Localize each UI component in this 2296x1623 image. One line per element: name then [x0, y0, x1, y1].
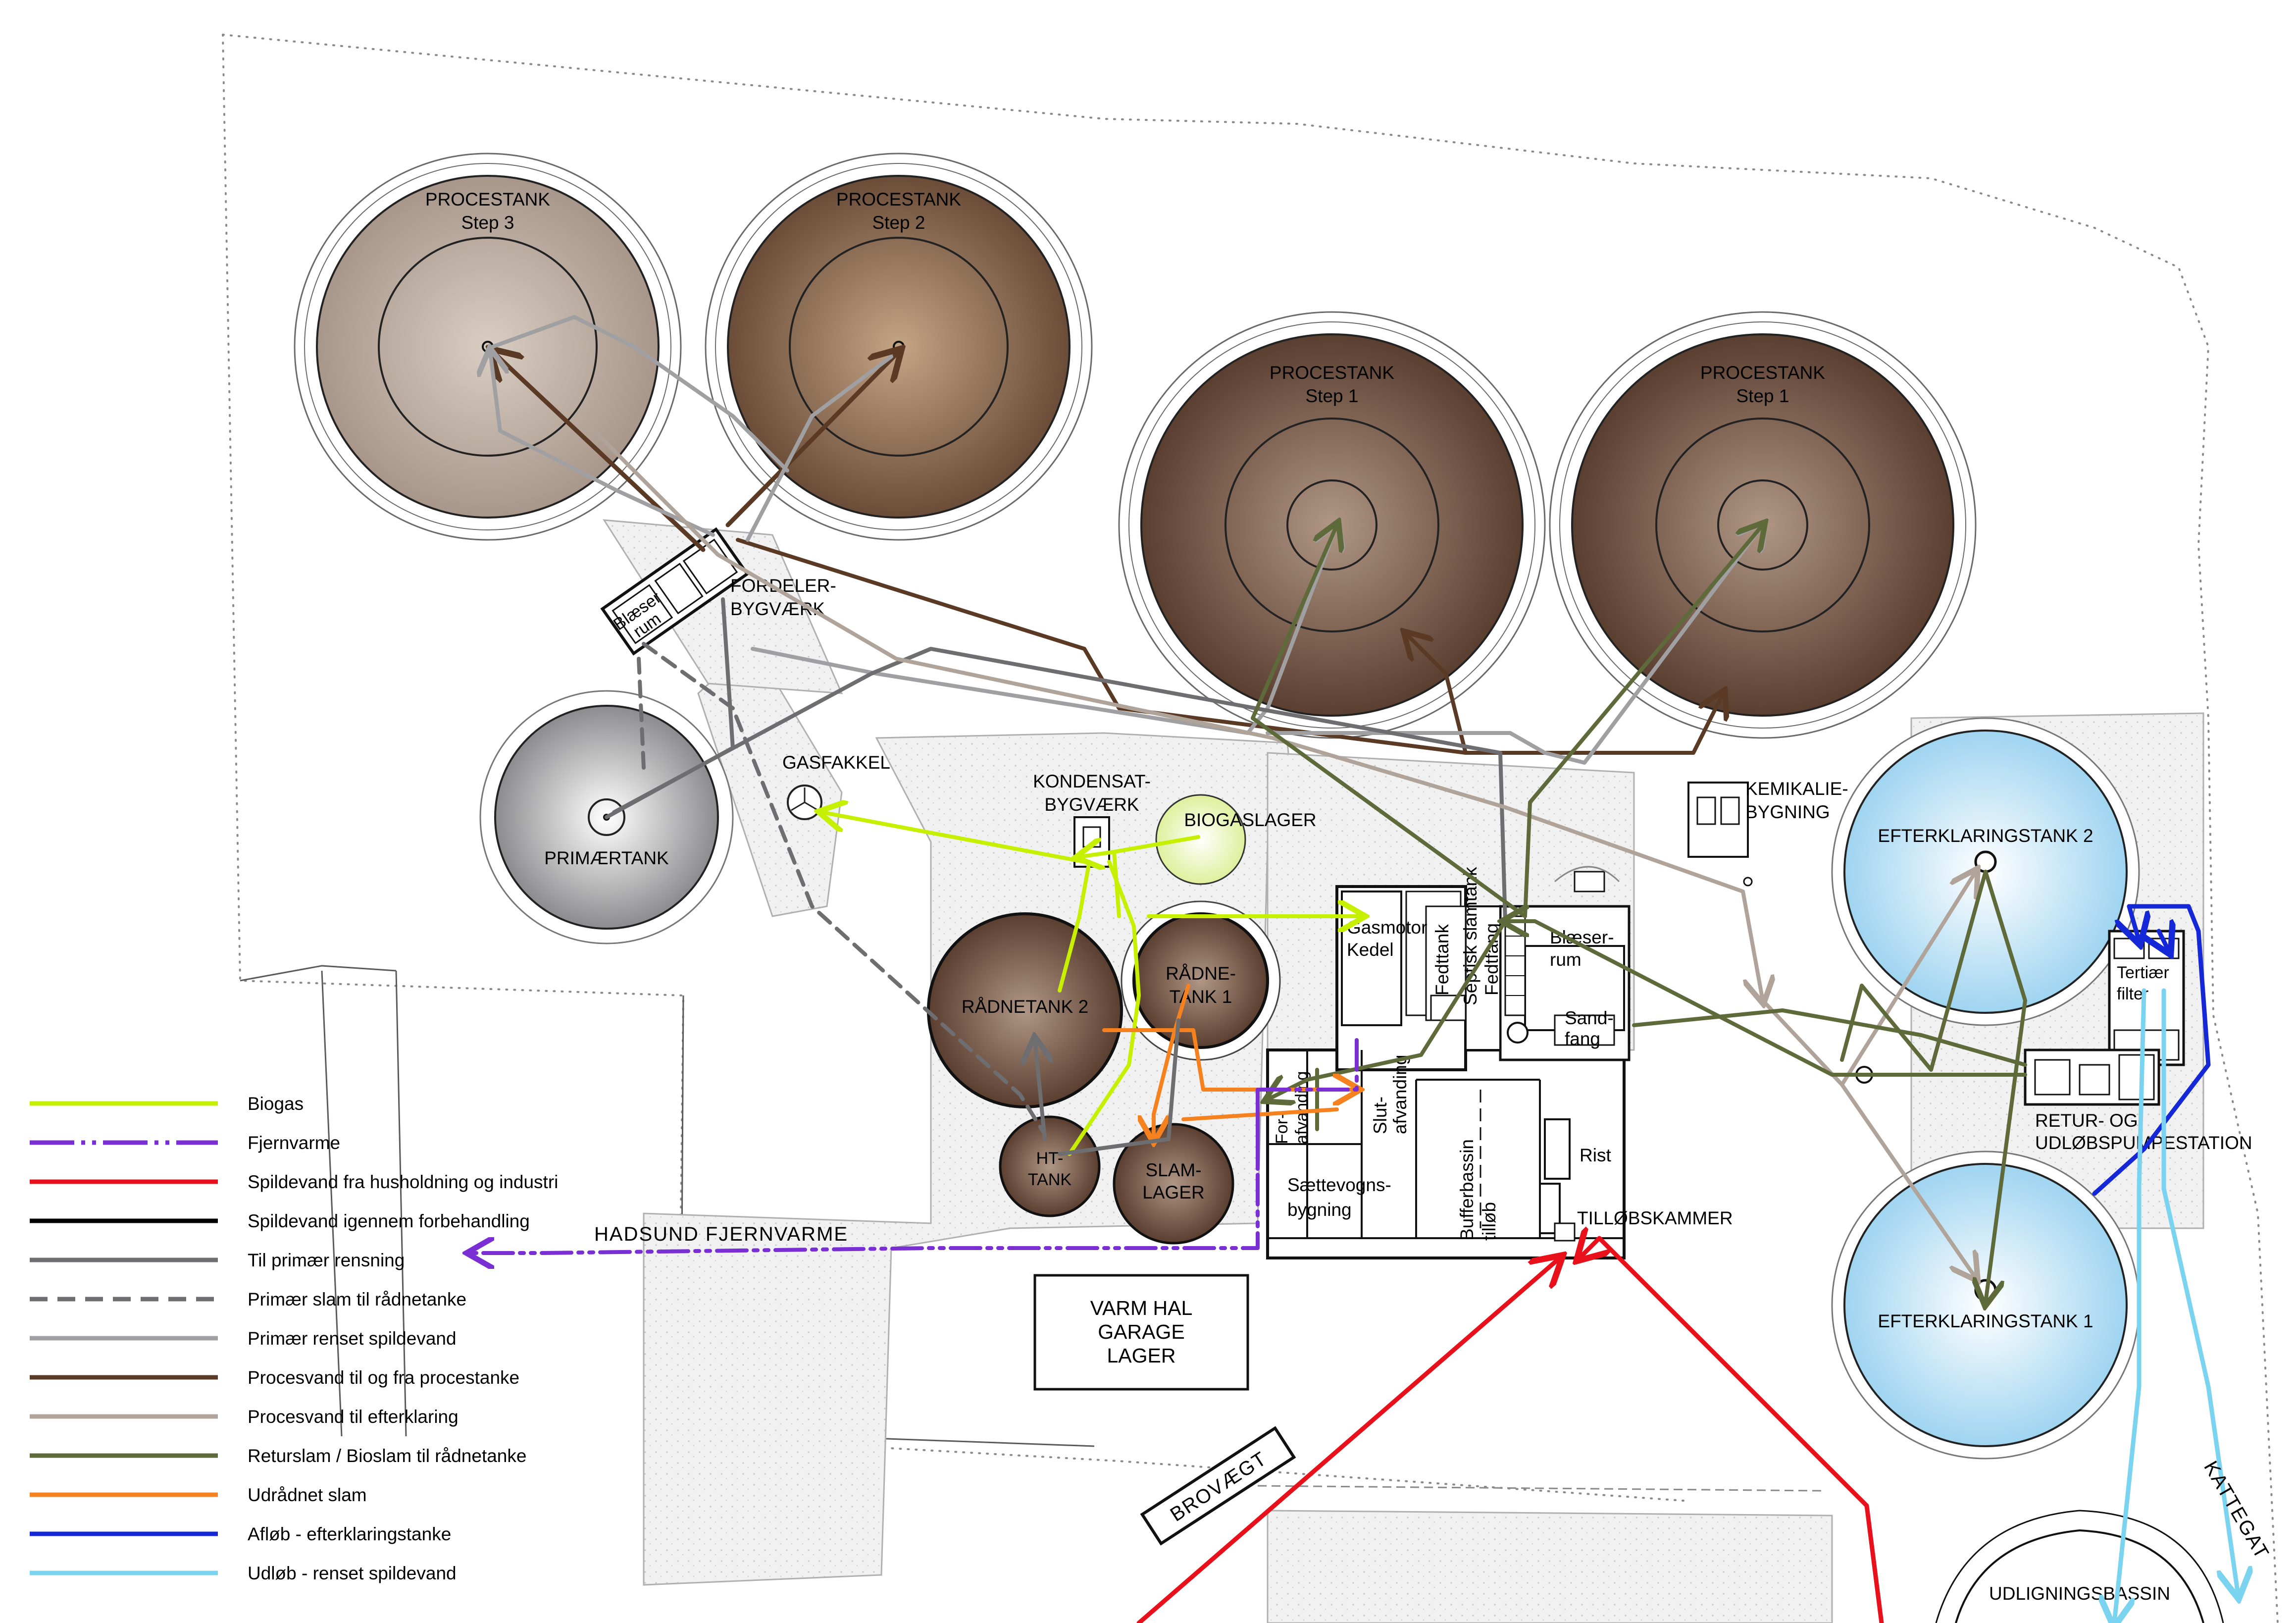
legend-label: Til primær rensning: [248, 1250, 405, 1270]
trailer-building-label: Sættevogns-: [1287, 1175, 1391, 1195]
hall-building: VARM HAL GARAGE LAGER: [1033, 1274, 1249, 1391]
biogas-storage: BIOGASLAGER: [1155, 794, 1317, 885]
process-tank-step: Step 2: [872, 212, 925, 233]
inlet-chamber-label: TILLØBSKAMMER: [1577, 1208, 1733, 1228]
tertiary-filter: Tertiær filter: [2108, 930, 2185, 1066]
biogas-storage-label: BIOGASLAGER: [1184, 810, 1316, 830]
gas-flare-label: GASFAKKEL: [782, 752, 890, 773]
tertiary-filter-label: Tertiær: [2117, 963, 2169, 982]
final-dewatering-label: Slut-: [1370, 1097, 1390, 1134]
process-tank-step-3: PROCESTANK Step 3: [294, 153, 682, 541]
legend-item: Biogas: [30, 1094, 304, 1114]
clarifier-label: EFTERKLARINGSTANK 2: [1878, 826, 2093, 846]
septic-tank-label: Septisk slamtank: [1460, 867, 1480, 1005]
legend-item: Procesvand til efterklaring: [30, 1407, 459, 1427]
buffer-basin-label: Bufferbassin: [1457, 1139, 1477, 1241]
equalization-basin: UDLIGNINGSBASSIN: [1935, 1510, 2224, 1623]
legend-label: Spildevand igennem forbehandling: [248, 1211, 530, 1231]
condensate-label: KONDENSAT-: [1033, 771, 1151, 791]
kattegat-label: KATTEGAT: [2199, 1458, 2273, 1564]
process-tank-title: PROCESTANK: [425, 189, 551, 209]
digester-label: RÅDNE-: [1166, 963, 1236, 984]
chemical-label: BYGNING: [1745, 802, 1830, 822]
digester-label: TANK 1: [1170, 987, 1232, 1007]
primary-tank-label: PRIMÆRTANK: [544, 848, 669, 868]
trailer-building-label: bygning: [1287, 1200, 1352, 1220]
legend-label: Returslam / Bioslam til rådnetanke: [248, 1446, 526, 1466]
legend-label: Primær renset spildevand: [248, 1328, 457, 1349]
legend-item: Udløb - renset spildevand: [30, 1563, 457, 1583]
district-heating-label: HADSUND FJERNVARME: [594, 1223, 848, 1245]
process-tank-title: PROCESTANK: [1270, 363, 1395, 383]
process-tank-step-2: PROCESTANK Step 2: [705, 153, 1093, 541]
process-tank-step: Step 3: [461, 212, 514, 233]
legend-item: Spildevand igennem forbehandling: [30, 1211, 530, 1231]
sludge-storage-label: LAGER: [1142, 1182, 1204, 1203]
legend-item: Procesvand til og fra procestanke: [30, 1367, 519, 1388]
legend-label: Udrådnet slam: [248, 1485, 367, 1505]
legend-item: Returslam / Bioslam til rådnetanke: [30, 1446, 526, 1466]
ht-tank-label: HT-: [1036, 1149, 1064, 1168]
process-tank-title: PROCESTANK: [1700, 363, 1826, 383]
final-dewatering-label: afvanding: [1390, 1055, 1410, 1134]
flow-lines: [470, 315, 2238, 1623]
fat-tank-label: Fedttank: [1432, 924, 1452, 995]
legend-label: Biogas: [248, 1094, 304, 1114]
gasmotor-label: Gasmotor: [1347, 917, 1427, 938]
legend-item: Primær renset spildevand: [30, 1328, 457, 1349]
clarifier-label: EFTERKLARINGSTANK 1: [1878, 1311, 2093, 1331]
digester-1: RÅDNE- TANK 1: [1121, 900, 1281, 1061]
buffer-basin-label: tilløb: [1479, 1202, 1499, 1241]
hall-label: LAGER: [1107, 1344, 1176, 1367]
process-tank-step-1-a: PROCESTANK Step 1: [1118, 311, 1546, 739]
distributor-structure: Blæser rum FORDELER- BYGVÆRK: [600, 527, 836, 656]
legend-item: Spildevand fra husholdning og industri: [30, 1172, 558, 1192]
ht-tank-label: TANK: [1028, 1170, 1071, 1189]
gasmotor-label: Kedel: [1347, 940, 1394, 960]
digester-label: RÅDNETANK 2: [962, 996, 1088, 1017]
legend-item: Fjernvarme: [30, 1133, 340, 1153]
sand-trap-label: Sand-: [1565, 1008, 1614, 1028]
legend-label: Udløb - renset spildevand: [248, 1563, 457, 1583]
legend-item: Til primær rensning: [30, 1250, 405, 1270]
process-tank-step: Step 1: [1736, 386, 1789, 406]
condensate-label: BYGVÆRK: [1044, 794, 1139, 815]
legend-label: Spildevand fra husholdning og industri: [248, 1172, 558, 1192]
weighbridge-label: BROVÆGT: [1167, 1448, 1271, 1526]
blower-label: rum: [1550, 949, 1582, 970]
ht-tank: HT- TANK: [999, 1115, 1101, 1217]
legend-label: Procesvand til efterklaring: [248, 1407, 459, 1427]
sludge-storage: SLAM- LAGER: [1113, 1123, 1234, 1245]
legend-item: Afløb - efterklaringstanke: [30, 1524, 451, 1544]
process-building: Gasmotor Kedel Fedttank Septisk slamtank…: [1266, 866, 1733, 1259]
pre-dewatering-label: For-: [1273, 1113, 1291, 1144]
equalization-label: UDLIGNINGSBASSIN: [1989, 1583, 2170, 1604]
legend-label: Afløb - efterklaringstanke: [248, 1524, 451, 1544]
clarifier-1: EFTERKLARINGSTANK 1: [1831, 1151, 2140, 1460]
chemical-label: KEMIKALIE-: [1745, 779, 1848, 799]
legend-item: Primær slam til rådnetanke: [30, 1289, 466, 1309]
hall-label: GARAGE: [1098, 1320, 1184, 1343]
legend-item: Udrådnet slam: [30, 1485, 367, 1505]
process-tank-title: PROCESTANK: [836, 189, 962, 209]
hall-label: VARM HAL: [1090, 1297, 1193, 1319]
screen-label: Rist: [1580, 1145, 1611, 1165]
legend-label: Primær slam til rådnetanke: [248, 1289, 466, 1309]
legend-label: Procesvand til og fra procestanke: [248, 1367, 519, 1388]
sludge-storage-label: SLAM-: [1145, 1160, 1201, 1180]
digester-2: RÅDNETANK 2: [927, 912, 1123, 1108]
sand-trap-label: fang: [1565, 1029, 1600, 1049]
chemical-building: KEMIKALIE- BYGNING: [1687, 779, 1848, 887]
process-tank-step: Step 1: [1306, 386, 1359, 406]
pump-station-label: RETUR- OG: [2035, 1110, 2138, 1131]
legend-label: Fjernvarme: [248, 1133, 340, 1153]
